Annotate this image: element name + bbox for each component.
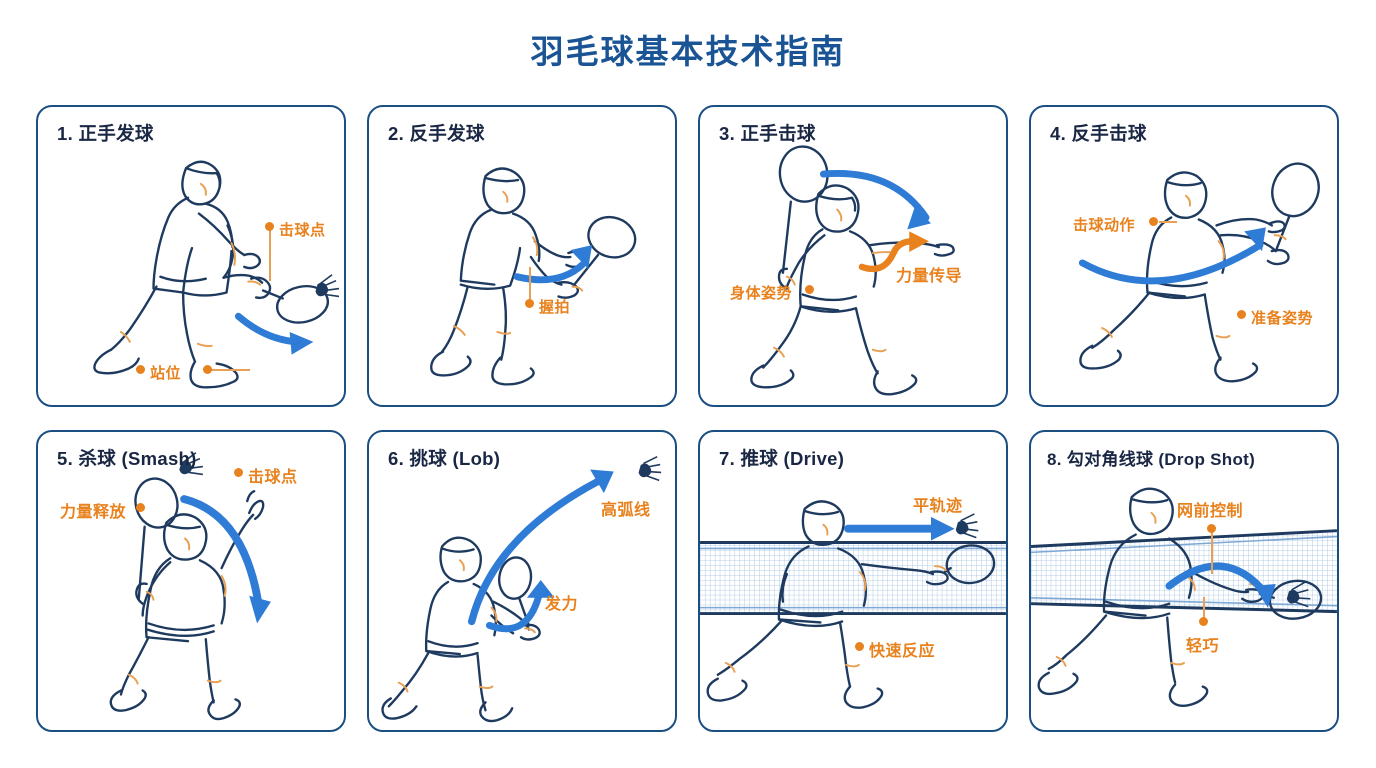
illustration-backhand-serve [430,167,637,386]
illustration-smash [109,452,271,721]
shuttlecock-icon [638,455,662,482]
panel-backhand-stroke[interactable]: 4. 反手击球 [1029,105,1339,407]
label-dot [805,285,814,294]
blue-upswing-arrow-icon [485,580,555,633]
illustration-backhand-stroke [1078,162,1320,383]
net-icon [700,541,1006,616]
illustration-drop-shot [1031,487,1337,707]
label-contact-point: 击球点 [279,222,326,239]
blue-swing-arrow-icon [513,245,593,284]
blue-lob-arc-icon [467,469,614,626]
label-quick-reaction: 快速反应 [869,643,936,660]
panel-lob[interactable]: 6. 挑球 (Lob) [367,430,677,732]
shuttlecock-icon [315,274,340,298]
page-title: 羽毛球基本技术指南 [530,33,846,70]
panel-forehand-stroke[interactable]: 3. 正手击球 [698,105,1008,407]
shuttlecock-icon [179,452,203,476]
label-high-arc: 高弧线 [601,502,651,519]
label-dot [234,468,243,477]
label-contact-point: 击球点 [248,469,298,486]
panel-title: 2. 反手发球 [388,123,485,144]
label-light-touch: 轻巧 [1186,638,1220,655]
label-net-control: 网前控制 [1177,503,1244,520]
panel-title: 7. 推球 (Drive) [719,448,845,469]
leader-line [1159,221,1177,223]
blue-swing-arrow-icon [234,312,314,355]
label-stroke-motion: 击球动作 [1073,217,1136,234]
orange-power-arrow-icon [858,231,929,273]
panel-title: 1. 正手发球 [57,123,154,144]
illustration-drive [700,500,1006,709]
panel-forehand-serve[interactable]: 1. 正手发球 [36,105,346,407]
label-power-release: 力量释放 [60,504,127,521]
leader-line [210,369,250,371]
illustration-forehand-stroke [750,145,955,396]
panel-drive[interactable]: 7. 推球 (Drive) [698,430,1008,732]
label-dot [203,365,212,374]
panel-title: 3. 正手击球 [719,123,816,144]
illustration-lob [381,455,662,723]
panel-backhand-serve[interactable]: 2. 反手发球 [367,105,677,407]
blue-flat-arrow-icon [844,516,955,541]
blue-swing-arrow-icon [819,170,931,230]
label-body-posture: 身体姿势 [730,285,793,302]
illustration-forehand-serve [93,160,340,389]
shuttlecock-icon [955,513,979,539]
blue-swing-arrow-icon [1078,227,1266,285]
leader-line [1203,597,1205,621]
leader-line [269,229,271,281]
label-power-transfer: 力量传导 [896,268,963,285]
panel-drop-shot[interactable]: 8. 勾对角线球 (Drop Shot) [1029,430,1339,732]
label-flat-trajectory: 平轨迹 [913,498,963,515]
label-dot [855,642,864,651]
label-ready-position: 准备姿势 [1251,310,1314,327]
label-dot [136,365,145,374]
panel-title: 8. 勾对角线球 (Drop Shot) [1047,450,1256,469]
label-dot [1237,310,1246,319]
leader-line [529,267,531,303]
label-stance: 站位 [150,365,182,382]
label-dot [1149,217,1158,226]
label-exert-force: 发力 [545,596,579,613]
blue-drop-arc-icon [1165,562,1276,608]
label-dot [525,299,534,308]
label-dot [1199,617,1208,626]
label-dot [136,503,145,512]
blue-smash-arrow-icon [180,495,271,624]
technique-panel-grid: 1. 正手发球 [36,105,1340,732]
panel-smash[interactable]: 5. 杀球 (Smash) [36,430,346,732]
shuttlecock-icon [1286,581,1311,608]
panel-title: 5. 杀球 (Smash) [57,448,197,469]
leader-line [1211,532,1213,574]
label-grip: 握拍 [539,299,571,316]
panel-title: 6. 挑球 (Lob) [388,448,501,469]
panel-title: 4. 反手击球 [1050,123,1147,144]
label-dot [265,222,274,231]
label-dot [1207,524,1216,533]
